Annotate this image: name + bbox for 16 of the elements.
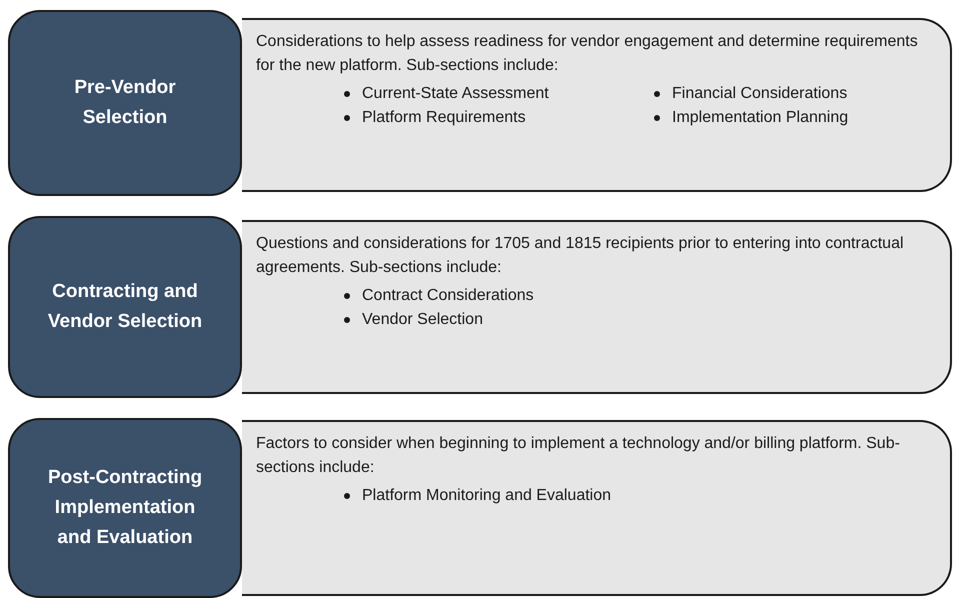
bullet-item: Contract Considerations [362, 286, 534, 306]
description-text: Considerations to help assess readiness for vendor engagement and determine requirements for the new platform. Sub-sections include: [256, 32, 919, 76]
section-heading-box: Pre-Vendor Selection [8, 10, 242, 196]
bullet-item: Financial Considerations [672, 84, 848, 104]
description-panel [242, 18, 952, 192]
description-text: Questions and considerations for 1705 and 1815 recipients prior to entering into contractual agreements. Sub-sections include: [256, 234, 905, 278]
bullet-item: Platform Monitoring and Evaluation [362, 486, 612, 506]
bullet-item: Current-State Assessment [362, 84, 549, 104]
description-panel [242, 420, 952, 596]
description-text: Factors to consider when beginning to implement a technology and/or billing platform. Sub-sections include: [256, 434, 901, 478]
section-heading-box: Post-Contracting Implementation and Evaluation [8, 418, 242, 598]
section-heading-box: Contracting and Vendor Selection [8, 216, 242, 398]
bullet-item: Platform Requirements [362, 108, 526, 128]
bullet-item: Vendor Selection [362, 310, 483, 330]
description-panel [242, 220, 952, 394]
bullet-item: Implementation Planning [672, 108, 848, 128]
